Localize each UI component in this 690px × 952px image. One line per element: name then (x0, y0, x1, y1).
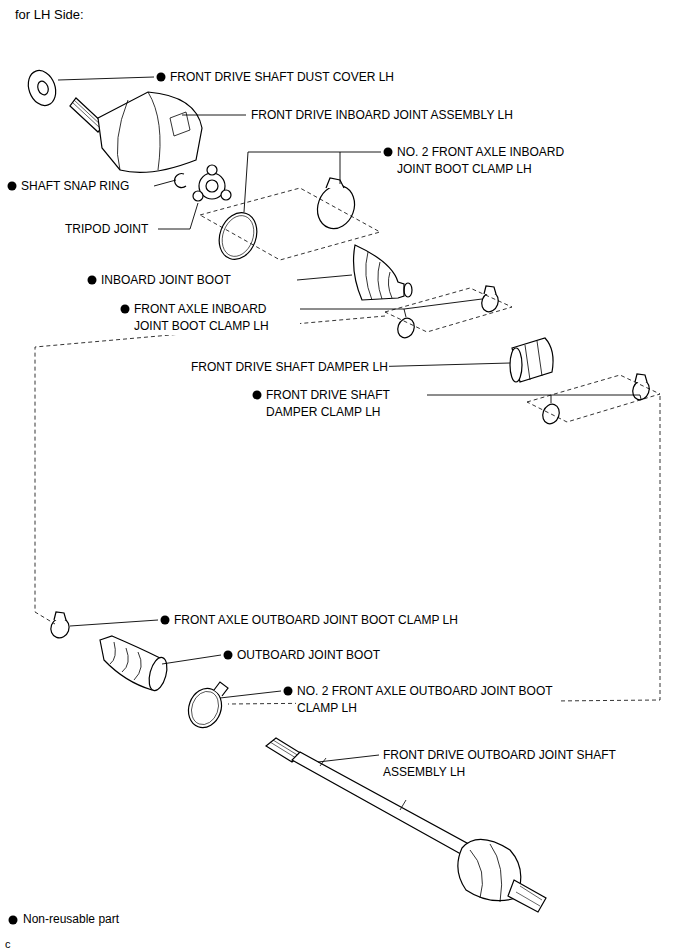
part-label: FRONT DRIVE SHAFT DAMPER LH (190, 359, 389, 376)
part-label: FRONT AXLE OUTBOARD JOINT BOOT CLAMP LH (173, 612, 459, 629)
part-label: NO. 2 FRONT AXLE INBOARD JOINT BOOT CLAM… (396, 144, 603, 178)
legend-dot-sample (6, 913, 20, 927)
part-label: FRONT DRIVE INBOARD JOINT ASSEMBLY LH (250, 107, 514, 124)
part-label: SHAFT SNAP RING (20, 178, 130, 195)
part-label: OUTBOARD JOINT BOOT (236, 647, 381, 664)
legend-entry: Non-reusable part (6, 911, 120, 928)
leader-lines (58, 77, 641, 762)
part-label: INBOARD JOINT BOOT (100, 272, 232, 289)
part-label: FRONT DRIVE SHAFT DAMPER CLAMP LH (265, 387, 427, 421)
figure-code: c (4, 936, 12, 952)
part-label: FRONT DRIVE OUTBOARD JOINT SHAFT ASSEMBL… (382, 747, 669, 781)
part-label: NO. 2 FRONT AXLE OUTBOARD JOINT BOOT CLA… (296, 683, 560, 717)
part-label: FRONT DRIVE SHAFT DUST COVER LH (169, 69, 395, 86)
part-label: TRIPOD JOINT (64, 221, 149, 238)
legend-text: Non-reusable part (22, 911, 120, 928)
part-label: FRONT AXLE INBOARD JOINT BOOT CLAMP LH (133, 301, 300, 335)
page-title: for LH Side: (14, 6, 85, 23)
non-reusable-dots (8, 73, 393, 696)
